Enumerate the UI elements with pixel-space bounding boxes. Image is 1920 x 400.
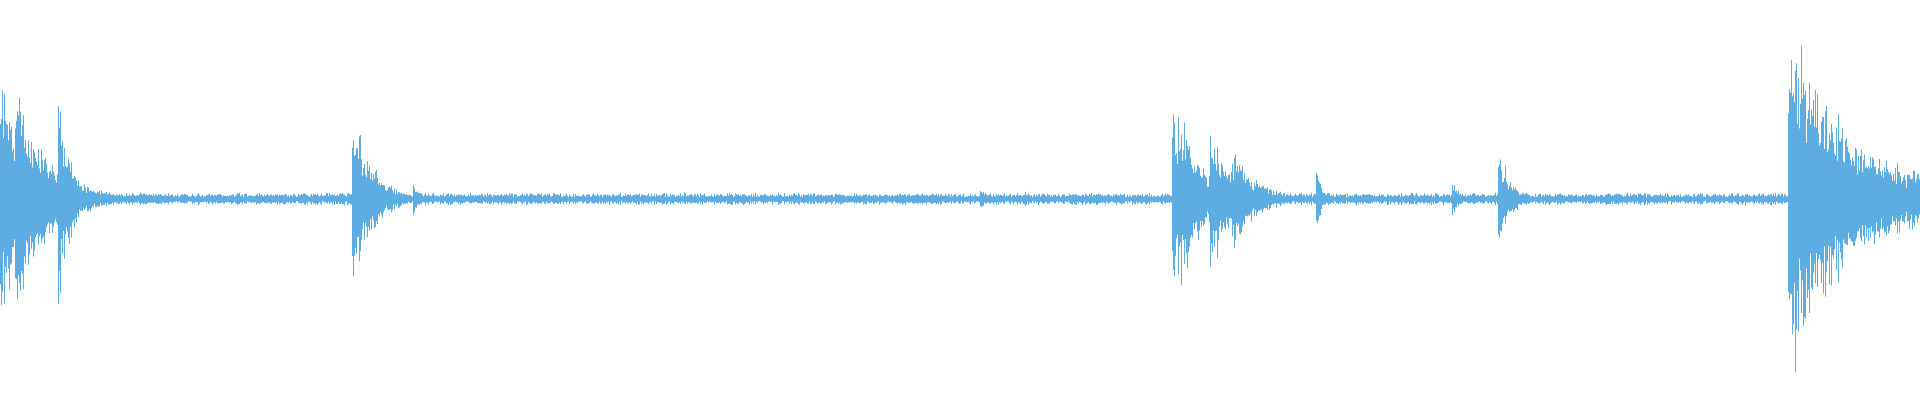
waveform-bars xyxy=(0,45,1920,372)
